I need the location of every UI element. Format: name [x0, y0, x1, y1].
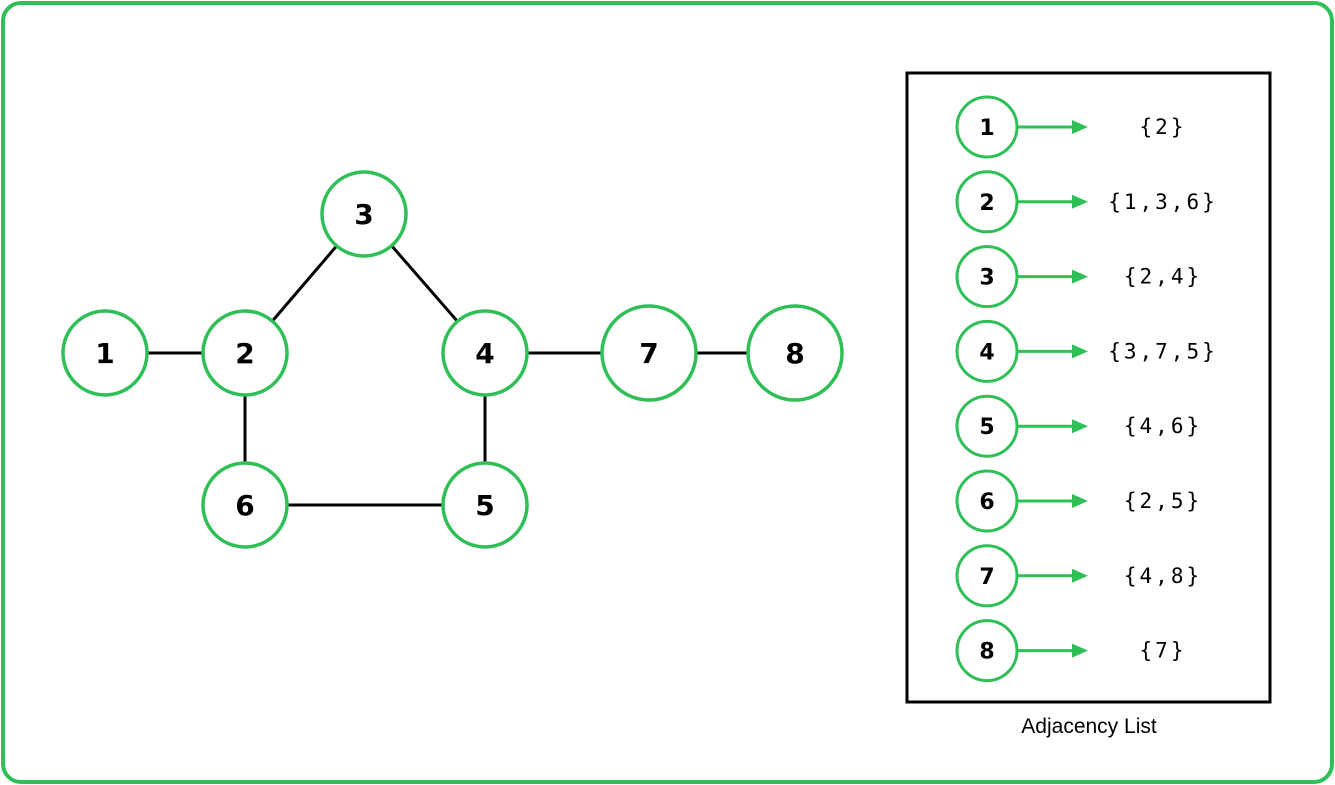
graph-node-7: 7 — [600, 304, 698, 402]
adjacency-neighbors: {4,8} — [1124, 564, 1202, 588]
adjacency-row-8: 8 {7} — [955, 619, 1187, 683]
arrow-right-icon — [1017, 419, 1088, 434]
adjacency-row-5: 5 {4,6} — [955, 394, 1202, 458]
adjacency-row-1: 1 {2} — [955, 95, 1187, 159]
adjacency-node-label: 8 — [979, 640, 994, 665]
graph-node-label: 4 — [475, 337, 494, 370]
graph-node-circle — [201, 461, 289, 549]
adjacency-neighbors: {7} — [1140, 639, 1187, 663]
adjacency-list-panel — [905, 71, 1272, 704]
adjacency-row-7: 7 {4,8} — [955, 544, 1202, 608]
adjacency-neighbors: {1,3,6} — [1108, 190, 1218, 214]
graph-node-label: 8 — [785, 337, 804, 370]
graph-node-circle — [441, 309, 529, 397]
graph-node-5: 5 — [441, 461, 529, 549]
graph-node-label: 6 — [235, 489, 254, 522]
adjacency-node-label: 3 — [979, 266, 994, 291]
graph-node-4: 4 — [441, 309, 529, 397]
graph-node-label: 5 — [475, 489, 494, 522]
adjacency-neighbors: {2,5} — [1124, 489, 1202, 513]
arrow-right-icon — [1017, 269, 1088, 284]
arrow-right-icon — [1017, 120, 1088, 134]
graph-node-circle — [746, 304, 844, 402]
graph-node-label: 2 — [235, 337, 254, 370]
arrow-right-icon — [1017, 194, 1088, 209]
graph-nodes: 1 2 3 4 5 6 7 8 — [61, 170, 844, 549]
adjacency-node-label: 2 — [979, 191, 994, 216]
adjacency-neighbors: {3,7,5} — [1108, 339, 1218, 363]
graph-node-label: 3 — [354, 198, 373, 231]
arrow-right-icon — [1017, 494, 1088, 508]
adjacency-neighbors: {2} — [1140, 115, 1187, 139]
graph-node-2: 2 — [201, 309, 289, 397]
adjacency-list-rows: 1 {2} 2 {1,3,6} 3 {2,4} 4 {3,7,5} 5 {4,6} 6 {2,5} 7 {… — [955, 95, 1218, 683]
graph-node-circle — [201, 309, 289, 397]
adjacency-row-6: 6 {2,5} — [955, 469, 1202, 533]
adjacency-node-label: 1 — [979, 116, 994, 141]
edge-2-3 — [271, 244, 338, 323]
graph-node-1: 1 — [61, 309, 149, 397]
graph-node-6: 6 — [201, 461, 289, 549]
adjacency-row-4: 4 {3,7,5} — [955, 319, 1218, 383]
adjacency-node-label: 4 — [979, 340, 994, 365]
graph-node-circle — [441, 461, 529, 549]
edge-3-4 — [390, 244, 459, 323]
adjacency-neighbors: {2,4} — [1124, 265, 1202, 289]
arrow-right-icon — [1017, 568, 1088, 583]
adjacency-row-2: 2 {1,3,6} — [955, 170, 1218, 234]
adjacency-node-label: 5 — [979, 415, 994, 440]
graph-node-circle — [600, 304, 698, 402]
adjacency-neighbors: {4,6} — [1124, 414, 1202, 438]
arrow-right-icon — [1017, 643, 1088, 658]
graph-node-label: 7 — [639, 337, 658, 370]
adjacency-list-caption: Adjacency List — [1021, 715, 1157, 738]
graph-node-circle — [61, 309, 149, 397]
adjacency-node-label: 7 — [979, 565, 994, 590]
graph-node-circle — [320, 170, 408, 258]
graph-node-3: 3 — [320, 170, 408, 258]
arrow-right-icon — [1017, 344, 1088, 359]
adjacency-row-3: 3 {2,4} — [955, 245, 1202, 309]
graph-node-label: 1 — [95, 337, 114, 370]
adjacency-node-label: 6 — [979, 490, 994, 515]
graph-edges — [147, 244, 748, 507]
graph-node-8: 8 — [746, 304, 844, 402]
